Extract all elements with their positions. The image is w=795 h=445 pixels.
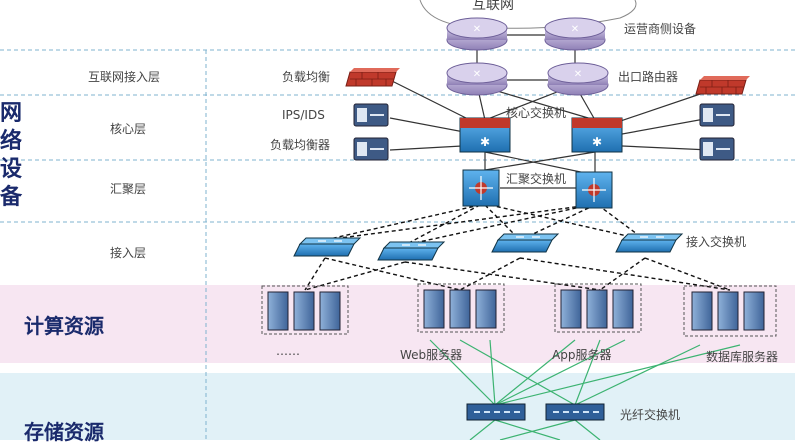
load-balancer-appliance-left (353, 137, 389, 161)
layer-label-core: 核心层 (110, 122, 147, 136)
compute-section-band (0, 285, 795, 363)
db-servers-label: 数据库服务器 (706, 350, 779, 364)
ellipsis-label: …… (276, 344, 300, 358)
section-network-char-2: 络 (0, 129, 23, 154)
load-balancer-label: 负载均衡 (282, 70, 331, 84)
svg-text:✕: ✕ (473, 24, 481, 35)
egress-router-right: ✕ (547, 62, 609, 96)
section-network-char-4: 备 (0, 185, 23, 210)
server-group-1 (261, 285, 349, 335)
access-switch-2 (377, 241, 446, 261)
layer-label-access: 接入层 (110, 246, 147, 260)
section-storage-title: 存储资源 (24, 420, 104, 444)
ips-ids-label: IPS/IDS (282, 108, 325, 122)
ips-ids-appliance-left (353, 103, 389, 127)
access-links (304, 204, 731, 291)
fiber-switch-right (545, 403, 605, 421)
core-switch-left: ✱ (459, 117, 511, 153)
aggregation-switch-left (462, 169, 500, 207)
section-network-char-3: 设 (0, 157, 23, 182)
access-switch-1 (293, 237, 362, 257)
fiber-switch-left (466, 403, 526, 421)
server-group-web (417, 283, 505, 333)
app-servers-label: App服务器 (552, 348, 612, 362)
core-switch-label: 核心交换机 (506, 106, 567, 120)
access-switch-label: 接入交换机 (686, 235, 747, 249)
svg-text:✱: ✱ (480, 135, 490, 149)
aggregation-switch-right (575, 171, 613, 209)
firewall-right (695, 76, 750, 95)
load-balancer-appliance-right (699, 137, 735, 161)
svg-text:✕: ✕ (574, 69, 582, 80)
operator-router-right: ✕ (544, 17, 606, 51)
server-group-db (683, 285, 777, 337)
load-balancer-device-label: 负载均衡器 (270, 138, 331, 152)
section-network-char-1: 网 (0, 101, 23, 126)
access-switch-3 (491, 233, 560, 253)
ips-ids-appliance-right (699, 103, 735, 127)
operator-router-left: ✕ (446, 17, 508, 51)
aggregation-switch-label: 汇聚交换机 (506, 172, 567, 186)
layer-label-aggregation: 汇聚层 (110, 182, 147, 196)
cloud-label: 互联网 (472, 0, 514, 13)
fiber-links (429, 339, 741, 440)
layer-label-internet-access: 互联网接入层 (88, 70, 161, 84)
core-switch-right: ✱ (571, 117, 623, 153)
egress-router-left: ✕ (446, 62, 508, 96)
access-switch-4 (615, 233, 684, 253)
firewall-left (345, 68, 400, 87)
svg-text:✱: ✱ (592, 135, 602, 149)
section-compute-title: 计算资源 (24, 314, 104, 338)
storage-section-band (0, 373, 795, 440)
server-group-app (554, 283, 642, 333)
egress-router-label: 出口路由器 (618, 70, 679, 84)
web-servers-label: Web服务器 (400, 348, 463, 362)
operator-device-label: 运营商侧设备 (624, 22, 697, 36)
layer-separators (0, 49, 795, 440)
fiber-switch-label: 光纤交换机 (620, 408, 681, 422)
svg-text:✕: ✕ (571, 24, 579, 35)
svg-text:✕: ✕ (473, 69, 481, 80)
